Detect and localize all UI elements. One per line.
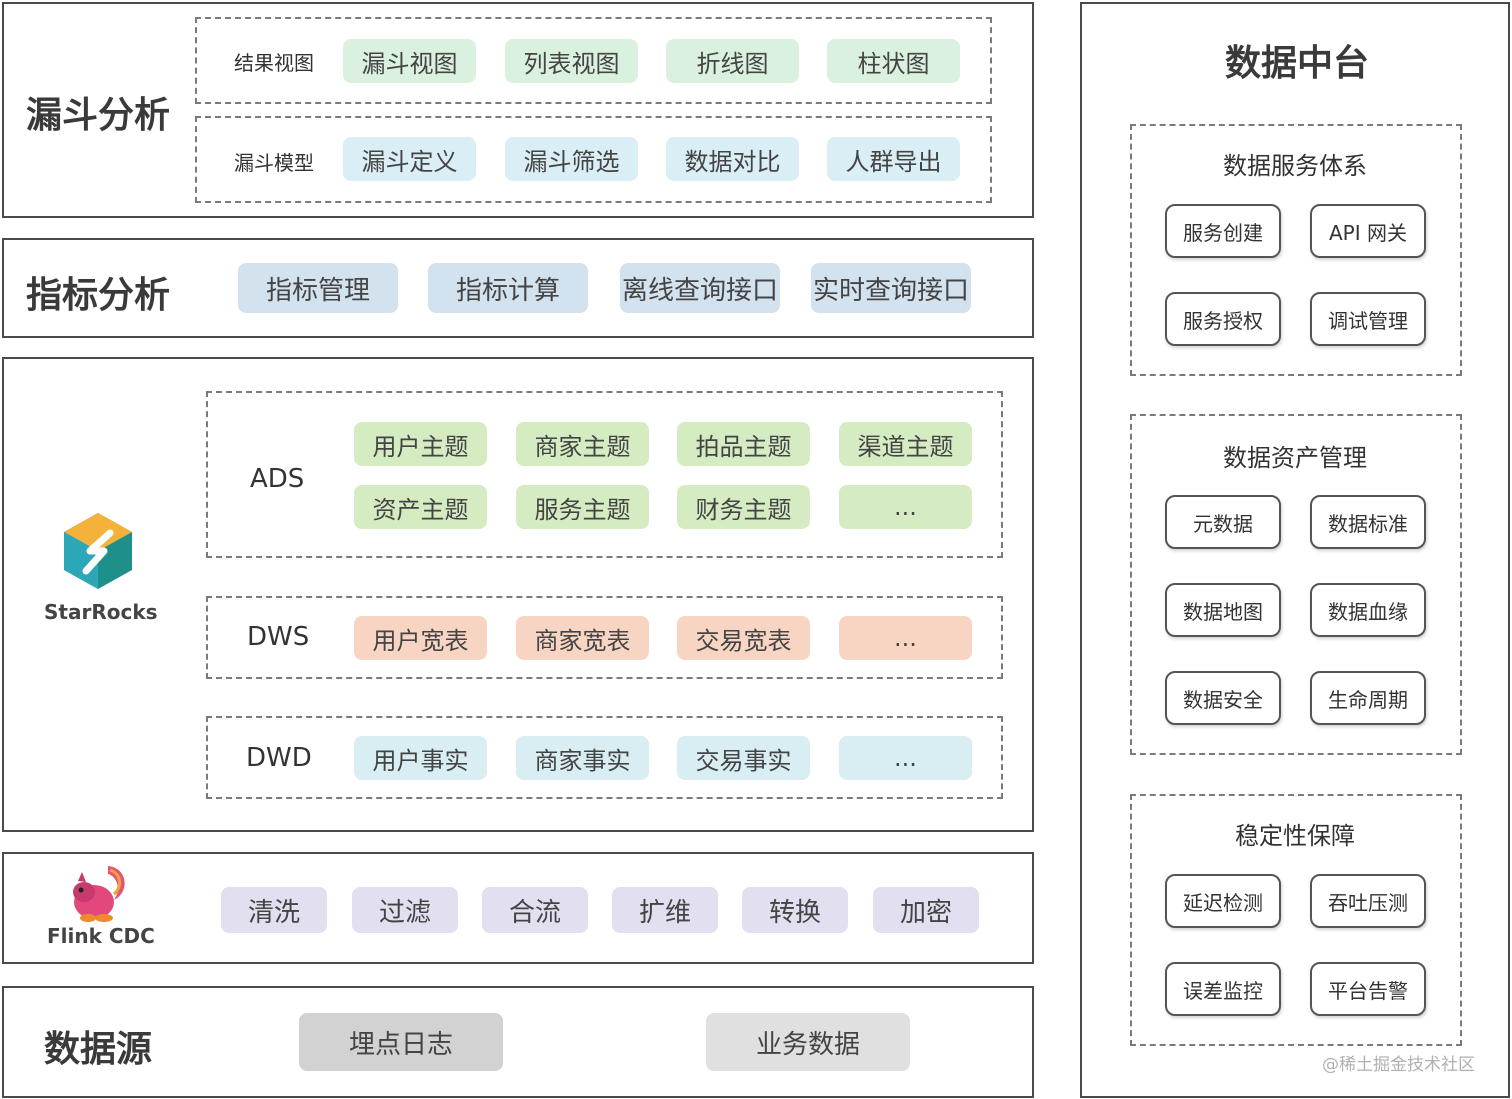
finance-topic-chip[interactable]: 财务主题 xyxy=(677,485,810,529)
merchant-fact-chip[interactable]: 商家事实 xyxy=(516,736,649,780)
dws-label: DWS xyxy=(247,622,310,652)
service-authorize-button[interactable]: 服务授权 xyxy=(1165,292,1281,346)
business-data-chip[interactable]: 业务数据 xyxy=(706,1013,910,1071)
data-asset-title: 数据资产管理 xyxy=(1223,444,1367,472)
trade-wide-table-chip[interactable]: 交易宽表 xyxy=(677,616,810,660)
lifecycle-button[interactable]: 生命周期 xyxy=(1310,671,1426,725)
user-topic-chip[interactable]: 用户主题 xyxy=(354,422,487,466)
offline-query-api-chip[interactable]: 离线查询接口 xyxy=(620,263,780,313)
stability-group xyxy=(1130,794,1462,1046)
latency-detection-button[interactable]: 延迟检测 xyxy=(1165,874,1281,928)
data-map-button[interactable]: 数据地图 xyxy=(1165,583,1281,637)
realtime-query-api-chip[interactable]: 实时查询接口 xyxy=(811,263,971,313)
data-compare-chip[interactable]: 数据对比 xyxy=(666,137,799,181)
dws-group xyxy=(206,596,1003,679)
ads-group xyxy=(206,391,1003,558)
filter-chip[interactable]: 过滤 xyxy=(352,887,458,933)
dwd-more-chip[interactable]: ... xyxy=(839,736,972,780)
bar-chart-chip[interactable]: 柱状图 xyxy=(827,39,960,83)
auction-item-topic-chip[interactable]: 拍品主题 xyxy=(677,422,810,466)
data-asset-group xyxy=(1130,414,1462,755)
tracking-log-chip[interactable]: 埋点日志 xyxy=(299,1013,503,1071)
funnel-filter-chip[interactable]: 漏斗筛选 xyxy=(505,137,638,181)
watermark-text: @稀土掘金技术社区 xyxy=(1322,1055,1475,1075)
data-security-button[interactable]: 数据安全 xyxy=(1165,671,1281,725)
funnel-definition-chip[interactable]: 漏斗定义 xyxy=(343,137,476,181)
cleanse-chip[interactable]: 清洗 xyxy=(221,887,327,933)
starrocks-logo-text: StarRocks xyxy=(44,600,158,624)
list-view-chip[interactable]: 列表视图 xyxy=(505,39,638,83)
result-view-group xyxy=(195,17,992,104)
merchant-topic-chip[interactable]: 商家主题 xyxy=(516,422,649,466)
debug-management-button[interactable]: 调试管理 xyxy=(1310,292,1426,346)
flink-squirrel-logo-icon xyxy=(73,866,125,922)
funnel-view-chip[interactable]: 漏斗视图 xyxy=(343,39,476,83)
metrics-analysis-title: 指标分析 xyxy=(26,275,171,316)
transform-chip[interactable]: 转换 xyxy=(742,887,848,933)
platform-alert-button[interactable]: 平台告警 xyxy=(1310,962,1426,1016)
funnel-model-label: 漏斗模型 xyxy=(234,151,314,175)
dws-more-chip[interactable]: ... xyxy=(839,616,972,660)
ads-label: ADS xyxy=(250,464,305,494)
data-standard-button[interactable]: 数据标准 xyxy=(1310,495,1426,549)
data-service-group xyxy=(1130,124,1462,376)
starrocks-logo-icon xyxy=(64,513,132,589)
line-chart-chip[interactable]: 折线图 xyxy=(666,39,799,83)
service-create-button[interactable]: 服务创建 xyxy=(1165,204,1281,258)
metric-management-chip[interactable]: 指标管理 xyxy=(238,263,398,313)
stability-title: 稳定性保障 xyxy=(1235,822,1355,850)
user-fact-chip[interactable]: 用户事实 xyxy=(354,736,487,780)
data-platform-panel xyxy=(1080,2,1510,1098)
throughput-test-button[interactable]: 吞吐压测 xyxy=(1310,874,1426,928)
error-monitor-button[interactable]: 误差监控 xyxy=(1165,962,1281,1016)
dwd-label: DWD xyxy=(246,743,312,773)
funnel-model-group xyxy=(195,116,992,203)
funnel-analysis-panel xyxy=(2,2,1034,218)
data-service-title: 数据服务体系 xyxy=(1223,152,1367,180)
data-source-title: 数据源 xyxy=(44,1029,153,1070)
api-gateway-button[interactable]: API 网关 xyxy=(1310,204,1426,258)
asset-topic-chip[interactable]: 资产主题 xyxy=(354,485,487,529)
flink-cdc-logo-text: Flink CDC xyxy=(47,924,155,948)
dwd-group xyxy=(206,716,1003,799)
user-wide-table-chip[interactable]: 用户宽表 xyxy=(354,616,487,660)
funnel-analysis-title: 漏斗分析 xyxy=(26,95,171,136)
result-view-label: 结果视图 xyxy=(234,51,314,75)
data-platform-title: 数据中台 xyxy=(1225,43,1370,84)
dimension-expand-chip[interactable]: 扩维 xyxy=(612,887,718,933)
trade-fact-chip[interactable]: 交易事实 xyxy=(677,736,810,780)
merchant-wide-table-chip[interactable]: 商家宽表 xyxy=(516,616,649,660)
service-topic-chip[interactable]: 服务主题 xyxy=(516,485,649,529)
metadata-button[interactable]: 元数据 xyxy=(1165,495,1281,549)
encrypt-chip[interactable]: 加密 xyxy=(873,887,979,933)
metric-computation-chip[interactable]: 指标计算 xyxy=(428,263,588,313)
crowd-export-chip[interactable]: 人群导出 xyxy=(827,137,960,181)
channel-topic-chip[interactable]: 渠道主题 xyxy=(839,422,972,466)
data-lineage-button[interactable]: 数据血缘 xyxy=(1310,583,1426,637)
merge-stream-chip[interactable]: 合流 xyxy=(482,887,588,933)
ads-more-chip[interactable]: ... xyxy=(839,485,972,529)
data-source-panel xyxy=(2,986,1034,1098)
